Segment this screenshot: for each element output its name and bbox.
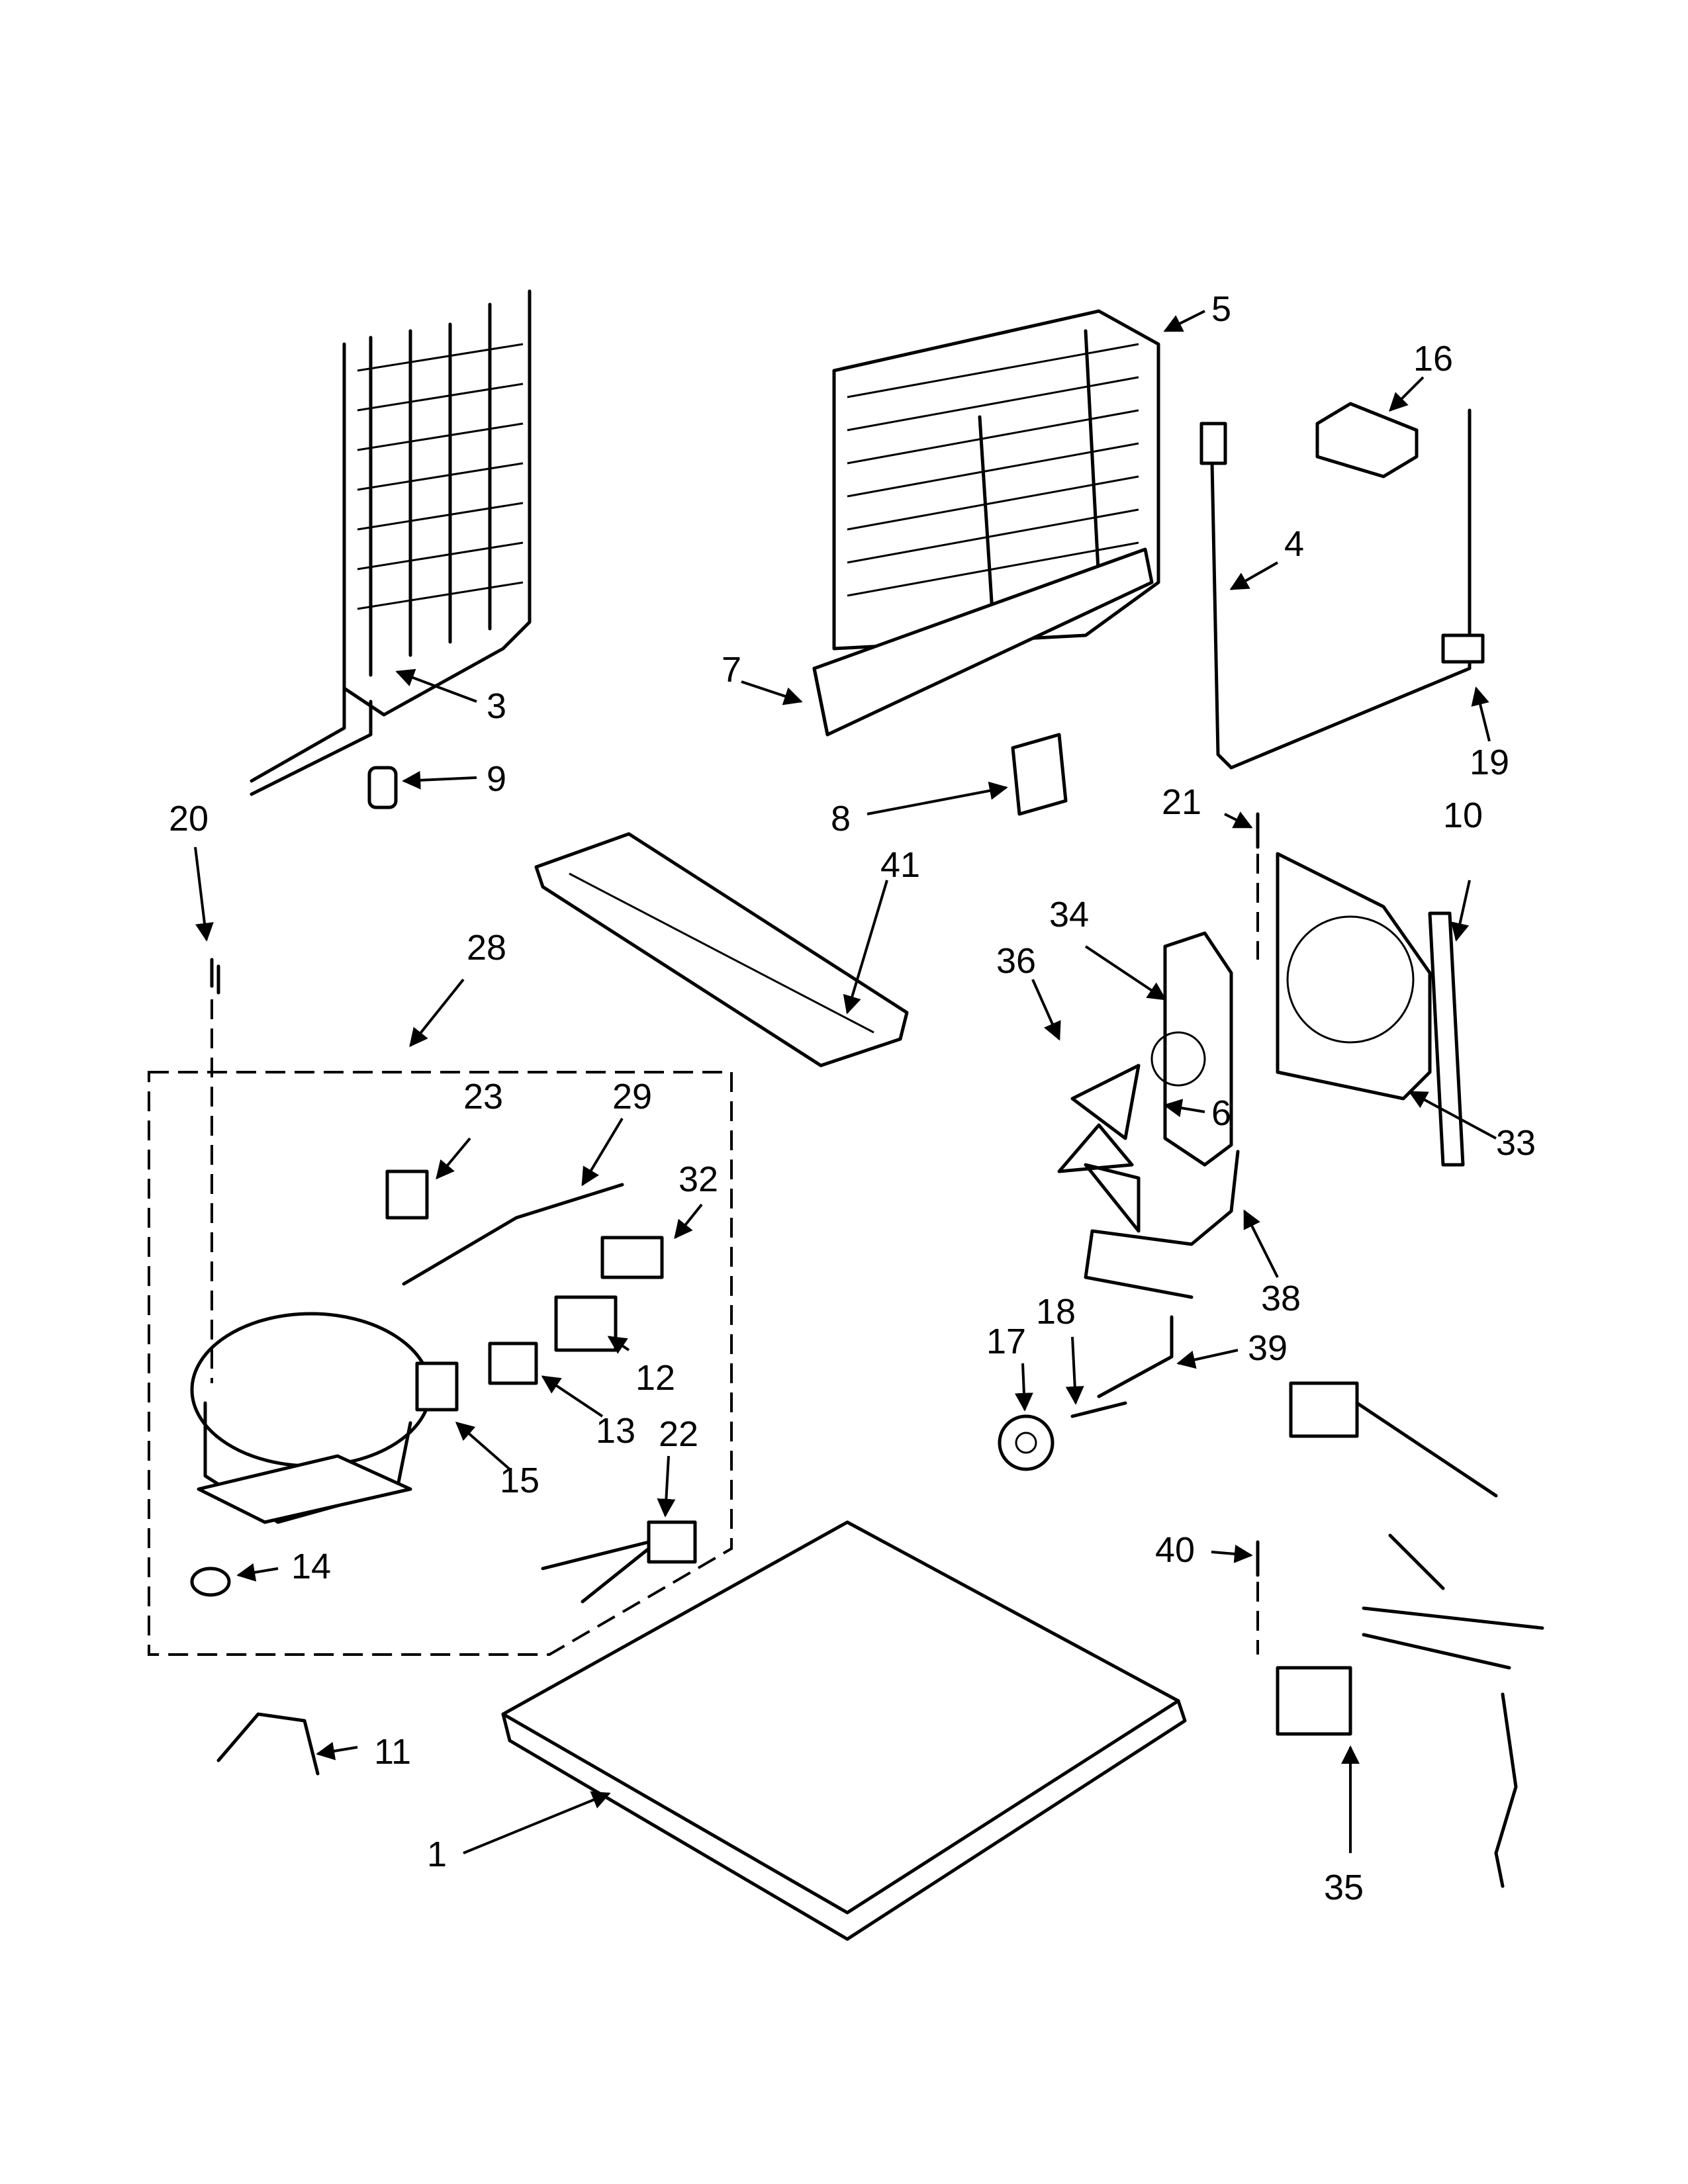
callout-34: 34 [1049,895,1089,934]
callout-16: 16 [1413,339,1453,379]
callout-39: 39 [1248,1328,1288,1368]
strip-part [1428,911,1465,1167]
callout-29: 29 [612,1077,652,1116]
callout-10: 10 [1443,796,1483,835]
condenser-coil [250,289,532,796]
callout-38: 38 [1261,1279,1301,1318]
screw-parts [210,812,1260,1577]
callout-1: 1 [427,1835,447,1874]
callout-36: 36 [996,941,1036,981]
relay-parts [385,1169,697,1604]
callout-33: 33 [1496,1123,1536,1163]
callout-labels: 1 3 4 5 6 7 8 9 10 11 12 13 14 15 16 17 … [169,289,1536,1907]
compressor [190,1312,432,1524]
fan-blade [1057,1064,1141,1233]
callout-40: 40 [1155,1530,1195,1570]
callout-5: 5 [1211,289,1231,329]
bracket-part [1011,733,1068,816]
callout-21: 21 [1162,782,1201,822]
compressor-kit-outline [148,1071,733,1656]
cap-part [1315,402,1419,478]
wire-clip [216,1712,320,1776]
drain-pan [534,832,909,1068]
callout-13: 13 [596,1411,635,1451]
wiring-harness [1276,1381,1544,1888]
leader-lines [194,310,1497,1854]
callout-7: 7 [722,650,741,690]
callout-35: 35 [1324,1868,1364,1907]
callout-6: 6 [1211,1093,1231,1133]
grommet-part [190,1567,231,1597]
callout-8: 8 [831,799,851,839]
callout-23: 23 [463,1077,503,1116]
roller-part [998,1401,1127,1471]
callout-32: 32 [679,1160,718,1199]
callout-12: 12 [635,1358,675,1398]
evaporator [832,309,1160,651]
callout-22: 22 [659,1414,698,1454]
callout-3: 3 [487,686,506,726]
callout-18: 18 [1036,1292,1076,1332]
callout-19: 19 [1470,743,1509,782]
callout-9: 9 [487,759,506,799]
callout-14: 14 [291,1547,331,1586]
callout-20: 20 [169,799,209,839]
callout-11: 11 [374,1732,411,1772]
callout-15: 15 [500,1461,539,1500]
callout-4: 4 [1284,524,1304,564]
fan-shroud [1276,852,1432,1101]
callout-17: 17 [986,1322,1026,1361]
callout-41: 41 [880,845,920,885]
evaporator-trough [812,547,1154,737]
thermistor-harness [1199,408,1485,770]
base-tray [501,1520,1187,1941]
tube-part [1084,1150,1240,1299]
drier-part [367,766,398,809]
tube-part-2 [1097,1315,1174,1398]
callout-28: 28 [467,928,506,968]
